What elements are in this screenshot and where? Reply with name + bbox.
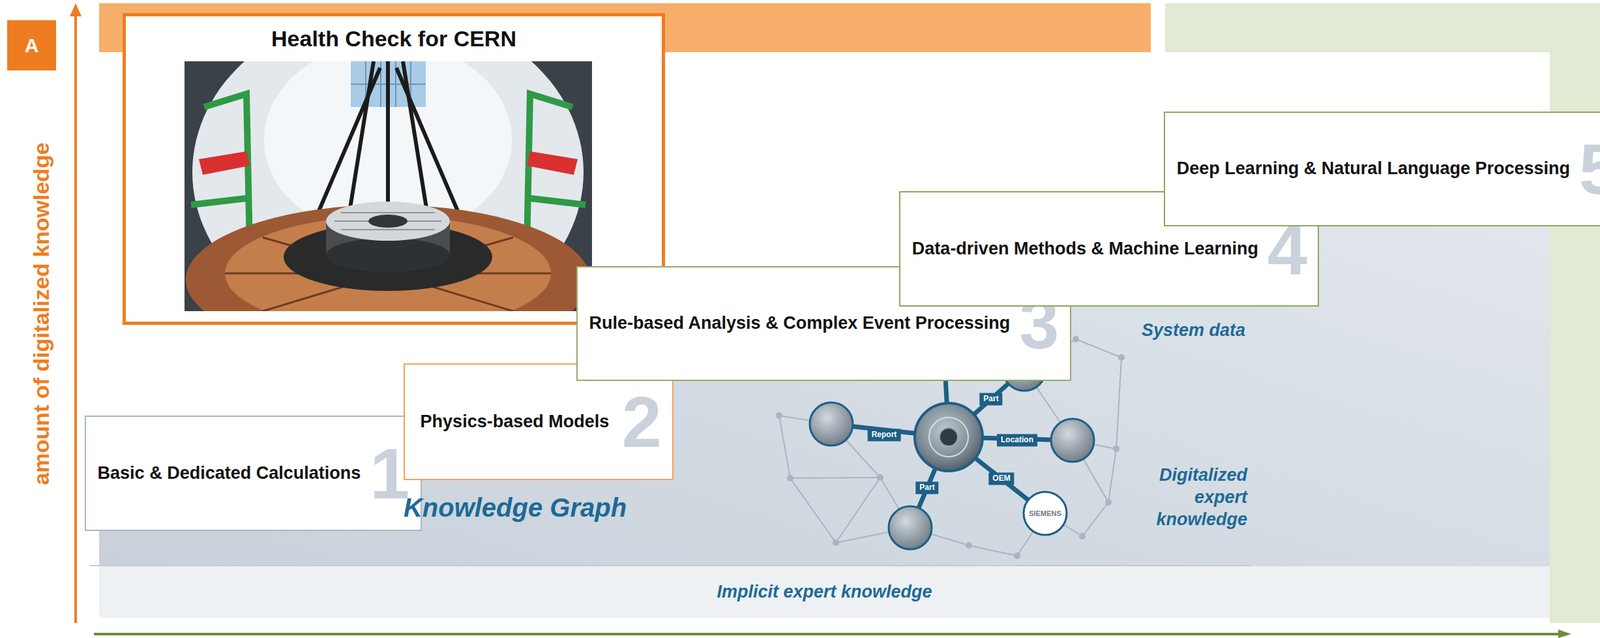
method-name: Rule-based Analysis & Complex Event Proc…	[588, 312, 1012, 335]
relation-label: Part	[979, 392, 1003, 405]
network-lines	[1082, 502, 1109, 536]
graph-circles	[939, 427, 958, 446]
green-band	[1549, 3, 1600, 623]
network-lines	[1072, 440, 1117, 449]
method-box: Deep Learning & Natural Language Process…	[1163, 111, 1600, 227]
detector-photo	[184, 61, 593, 312]
network-dots	[1118, 354, 1125, 361]
axis-title: amount of digitalized knowledge	[28, 142, 55, 485]
network-lines	[779, 415, 791, 478]
detector-photo	[385, 61, 390, 212]
network-lines	[790, 477, 881, 478]
network-lines	[1116, 357, 1122, 449]
detector-photo	[301, 61, 475, 251]
network-dots	[832, 539, 840, 546]
detector-photo	[334, 212, 442, 230]
detector-photo	[526, 151, 578, 175]
band-label: Implicit expert knowledge	[716, 581, 932, 602]
detector-photo	[185, 204, 591, 312]
tag-letter: A	[24, 34, 40, 57]
network-lines	[835, 477, 881, 543]
detector-photo	[198, 151, 250, 175]
graph-spokes	[948, 436, 1046, 514]
graph-title: Knowledge Graph	[403, 492, 627, 523]
network-dots	[1105, 498, 1112, 506]
detector-photo	[224, 215, 551, 312]
network-lines	[1108, 448, 1117, 503]
method-box: Basic & Dedicated Calculations1	[84, 415, 422, 531]
network-dots	[1112, 445, 1120, 452]
detector-photo	[325, 201, 450, 241]
detector-photo	[191, 198, 247, 205]
detector-photo	[325, 237, 450, 272]
section-tag: A	[7, 20, 57, 71]
detector-photo	[368, 214, 408, 228]
axis	[93, 632, 1560, 636]
step-number: 2	[622, 385, 662, 458]
relation-label: Report	[867, 428, 902, 441]
graph-circles	[1051, 418, 1095, 462]
axis	[69, 3, 1572, 638]
network-lines	[1075, 339, 1122, 358]
network-lines	[1017, 513, 1046, 556]
step-number: 5	[1579, 133, 1600, 205]
area-label: Digitalized expert knowledge	[1133, 464, 1248, 531]
panel-title: Health Check for CERN	[125, 25, 662, 53]
network-dots	[1079, 532, 1086, 540]
graph-circles	[1023, 491, 1067, 535]
detector-photo	[347, 61, 374, 225]
network-lines	[910, 527, 969, 546]
network-lines	[779, 415, 832, 424]
detector-photo	[192, 61, 584, 312]
logo-text: SIEMENS	[1028, 509, 1062, 518]
area-label: System data	[1141, 319, 1246, 342]
graph-circles	[914, 402, 983, 471]
axis	[74, 14, 77, 623]
graph-circles	[809, 402, 853, 446]
detector-photo	[340, 228, 435, 231]
axis	[69, 3, 82, 17]
method-name: Basic & Dedicated Calculations	[96, 462, 363, 485]
detector-photo	[340, 211, 435, 214]
method-name: Deep Learning & Natural Language Process…	[1175, 157, 1572, 180]
relation-label: Part	[915, 481, 939, 494]
graph-circles	[888, 505, 932, 549]
network-dots	[876, 474, 884, 481]
network-lines	[1072, 440, 1109, 503]
axis	[1558, 629, 1572, 638]
network-dots	[965, 541, 973, 549]
graph-spokes	[910, 436, 949, 528]
network-dots	[1072, 335, 1080, 343]
detector-photo	[402, 61, 430, 225]
method-name: Data-driven Methods & Machine Learning	[910, 237, 1260, 261]
knowledge-band: Implicit expert knowledge	[99, 565, 1550, 618]
detector-photo	[184, 61, 593, 312]
graph-circles	[929, 417, 969, 457]
green-band	[1165, 3, 1600, 53]
relation-label: OEM	[988, 472, 1014, 485]
network-lines	[968, 545, 1018, 556]
detector-photo	[530, 198, 586, 205]
network-lines	[880, 477, 911, 528]
network-dots	[786, 474, 794, 482]
method-name: Physics-based Models	[415, 410, 615, 433]
relation-label: Location	[996, 433, 1038, 446]
network-lines	[835, 527, 911, 543]
network-dots	[775, 412, 783, 419]
network-lines	[790, 477, 836, 543]
network-dots	[1013, 552, 1021, 559]
